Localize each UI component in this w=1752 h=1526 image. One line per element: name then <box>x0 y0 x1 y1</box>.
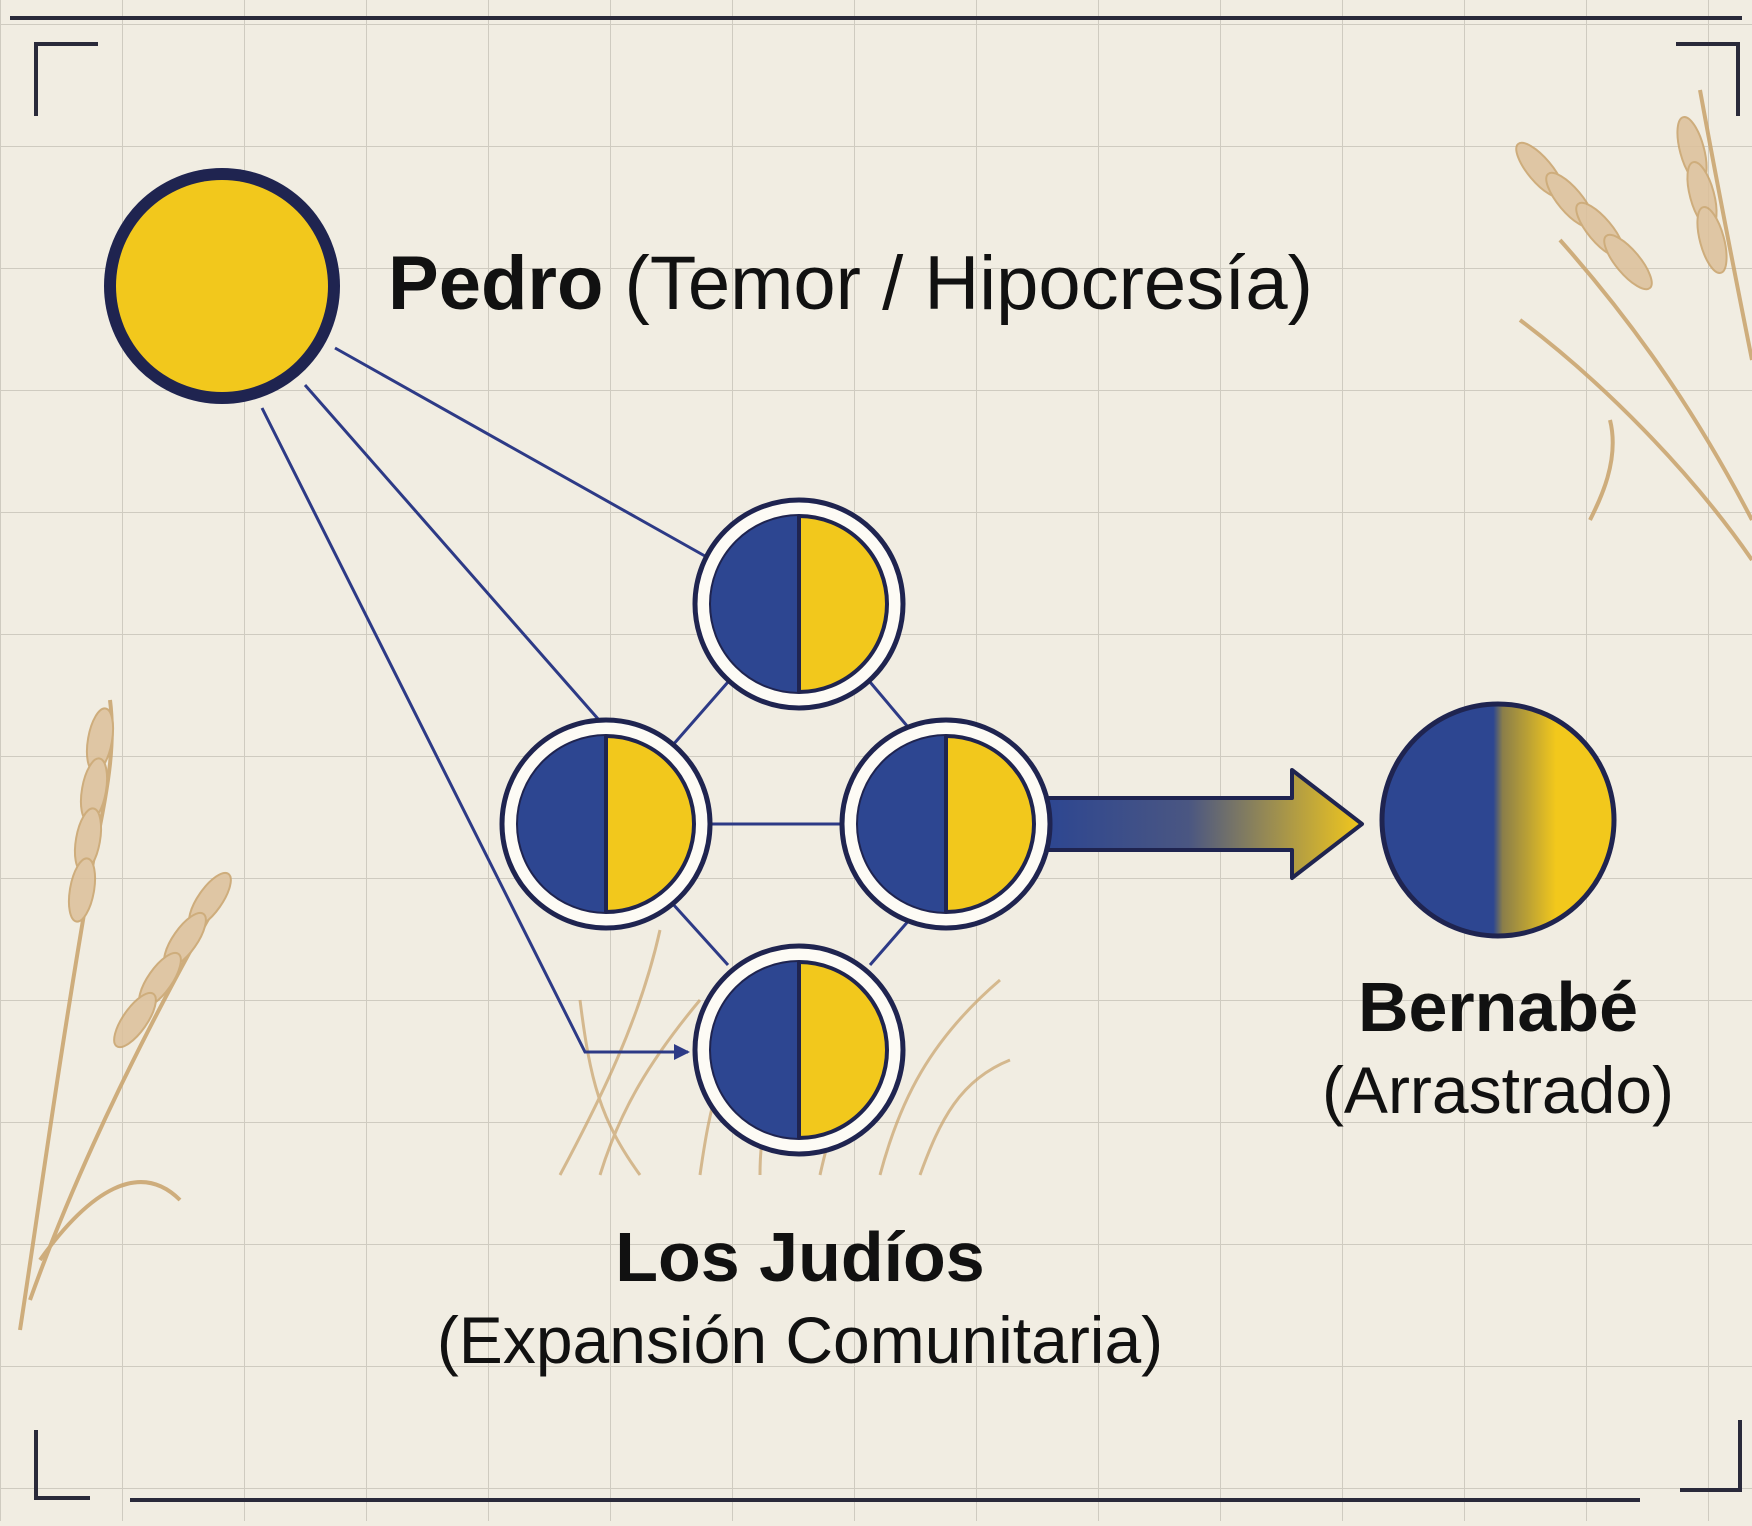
community-node-right <box>839 717 1053 931</box>
community-node-bottom <box>692 943 906 1157</box>
community-node-left <box>499 717 713 931</box>
wheat-decoration-right <box>1515 89 1752 562</box>
judios-label: Los Judíos (Expansión Comunitaria) <box>390 1215 1210 1381</box>
bernabe-label: Bernabé (Arrastrado) <box>1278 965 1718 1131</box>
pedro-node <box>104 168 340 404</box>
pedro-name: Pedro <box>388 241 604 326</box>
edge-pedro-top <box>334 346 713 562</box>
community-node-top <box>692 497 906 711</box>
pedro-description: (Temor / Hipocresía) <box>624 241 1313 326</box>
pedro-connections <box>260 346 713 1060</box>
bernabe-node <box>1379 701 1617 939</box>
wheat-decoration-left <box>18 699 232 1331</box>
judios-description: (Expansión Comunitaria) <box>436 1303 1164 1377</box>
edge-pedro-bottom <box>260 407 690 1060</box>
influence-arrow <box>1044 768 1364 880</box>
bernabe-name: Bernabé <box>1357 968 1639 1046</box>
edge-pedro-left <box>303 384 608 729</box>
frame <box>10 16 1742 1502</box>
pedro-label: Pedro (Temor / Hipocresía) <box>388 240 1313 327</box>
bernabe-description: (Arrastrado) <box>1321 1053 1675 1127</box>
judios-name: Los Judíos <box>615 1218 985 1296</box>
